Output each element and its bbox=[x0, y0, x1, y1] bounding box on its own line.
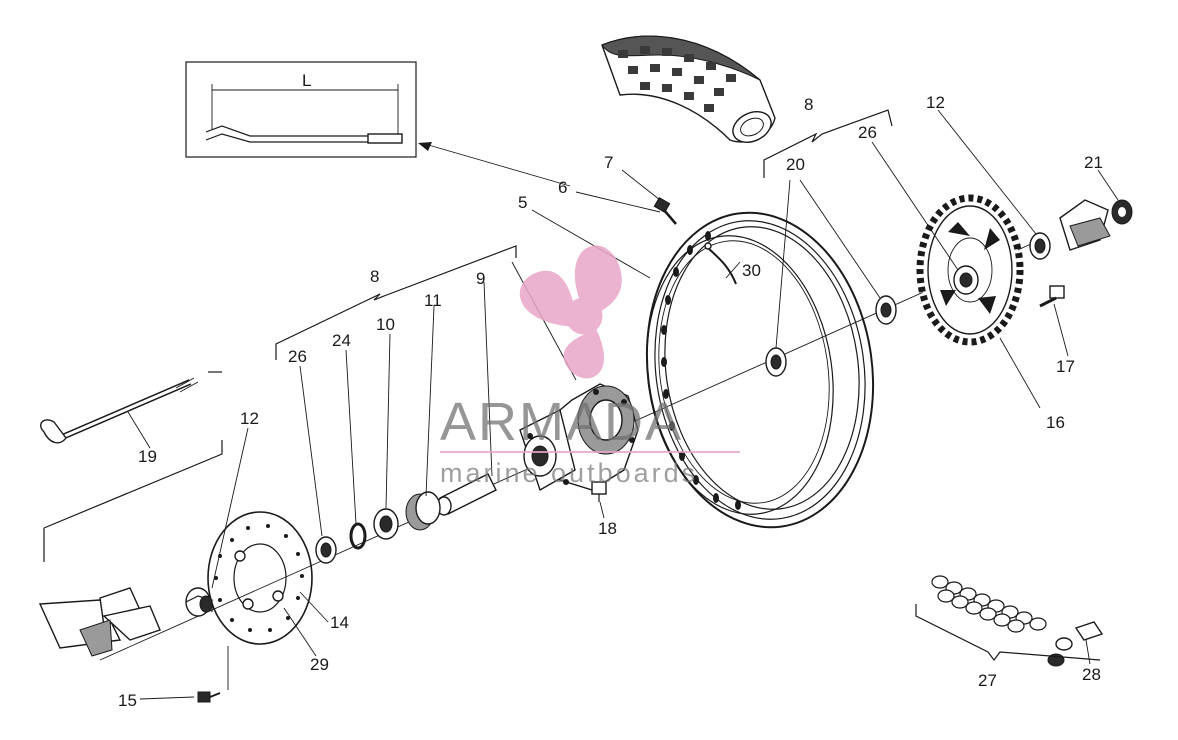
spacer-9 bbox=[436, 473, 497, 516]
callout-26-left: 26 bbox=[288, 347, 307, 366]
callout-29: 29 bbox=[310, 655, 329, 674]
callout-28: 28 bbox=[1082, 665, 1101, 684]
callout-21: 21 bbox=[1084, 153, 1103, 172]
callout-18: 18 bbox=[598, 519, 617, 538]
rim bbox=[645, 211, 875, 529]
callout-27: 27 bbox=[978, 671, 997, 690]
axle bbox=[40, 377, 199, 444]
spoke-holes bbox=[661, 231, 741, 510]
guide-left-top bbox=[43, 440, 223, 562]
spacer-12-right bbox=[1029, 232, 1051, 260]
callout-30: 30 bbox=[742, 261, 761, 280]
master-link bbox=[1047, 621, 1104, 667]
chain-adjuster-right bbox=[1059, 199, 1133, 251]
spacer-11 bbox=[405, 491, 441, 531]
callout-9: 9 bbox=[476, 269, 485, 288]
leader-lines bbox=[127, 109, 1119, 700]
callout-15: 15 bbox=[118, 691, 137, 710]
bolt-17 bbox=[1039, 285, 1065, 308]
watermark-brand: ARMADA bbox=[440, 392, 683, 452]
callout-24: 24 bbox=[332, 331, 351, 350]
inset-length-label: L bbox=[302, 71, 311, 90]
callout-14: 14 bbox=[330, 613, 349, 632]
watermark: ARMADA marine outboards bbox=[440, 245, 740, 488]
chain bbox=[931, 575, 1047, 633]
callout-26-right: 26 bbox=[858, 123, 877, 142]
propeller-logo bbox=[519, 245, 622, 379]
callout-8-right: 8 bbox=[804, 95, 813, 114]
circlip-24 bbox=[349, 522, 367, 550]
bearing-20-b bbox=[875, 295, 897, 325]
hub bbox=[519, 383, 639, 492]
spoke-length-inset: L bbox=[185, 61, 417, 158]
callout-10: 10 bbox=[376, 315, 395, 334]
bearing-20-a bbox=[765, 347, 787, 377]
callout-11: 11 bbox=[424, 291, 442, 310]
chain-adjuster-left bbox=[38, 587, 161, 657]
callout-6: 6 bbox=[558, 178, 567, 197]
bracket-8-left bbox=[275, 245, 517, 360]
callout-20: 20 bbox=[786, 155, 805, 174]
callout-8-left: 8 bbox=[370, 267, 379, 286]
leader-6 bbox=[418, 142, 571, 187]
bracket-8-right bbox=[763, 109, 893, 178]
callout-16: 16 bbox=[1046, 413, 1065, 432]
bolt-15 bbox=[197, 691, 221, 703]
spacer-12-left bbox=[185, 587, 213, 617]
tire-section bbox=[601, 35, 776, 143]
seal-26-left bbox=[315, 536, 337, 564]
watermark-tagline: marine outboards bbox=[440, 458, 698, 488]
callout-12-left: 12 bbox=[240, 409, 259, 428]
bolt-18 bbox=[591, 481, 607, 502]
callouts: 6 7 5 8 8 20 26 12 21 30 9 11 10 24 26 1… bbox=[118, 93, 1103, 710]
bolt-7 bbox=[653, 196, 677, 225]
callout-7: 7 bbox=[604, 153, 613, 172]
bearing-10 bbox=[373, 508, 399, 540]
bracket-27 bbox=[915, 604, 1101, 661]
sprocket bbox=[916, 194, 1024, 346]
brake-disc bbox=[207, 511, 313, 645]
callout-12-right: 12 bbox=[926, 93, 945, 112]
valve-stem bbox=[704, 242, 737, 285]
callout-19: 19 bbox=[138, 447, 157, 466]
callout-5: 5 bbox=[518, 193, 527, 212]
callout-17: 17 bbox=[1056, 357, 1075, 376]
